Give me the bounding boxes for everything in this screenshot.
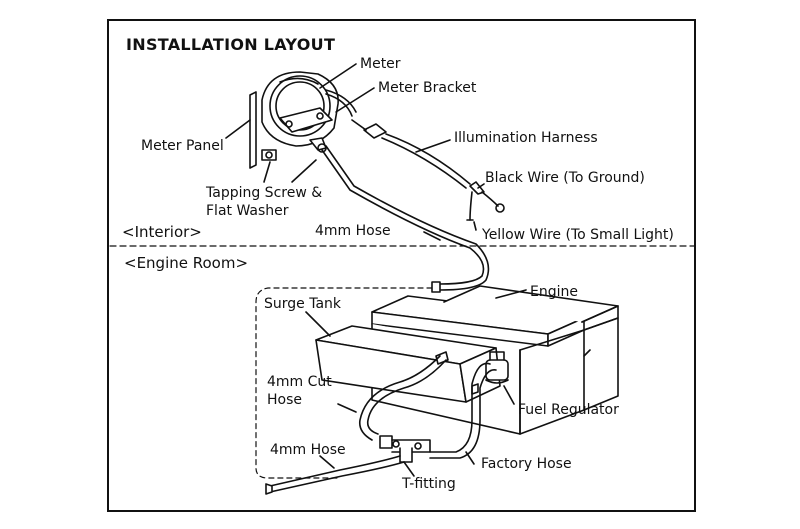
label-4mm-hose-lower: 4mm Hose [270,442,346,458]
label-meter: Meter [360,56,401,72]
label-4mm-hose-upper: 4mm Hose [315,223,391,239]
surge-tank-icon [315,325,501,403]
diagram-title: INSTALLATION LAYOUT [126,35,336,54]
label-fuel-regulator: Fuel Regulator [518,402,619,418]
section-engine-room: <Engine Room> [124,254,249,272]
hose-4mm-upper [321,149,485,285]
fuel-regulator-icon [485,351,509,384]
illumination-harness-icon [351,119,505,221]
meter-gauge-icon [249,71,357,169]
label-tapping-screw-line1: Tapping Screw & [206,185,323,201]
label-factory-hose: Factory Hose [481,456,572,472]
label-tapping-screw-line2: Flat Washer [206,203,289,219]
section-interior: <Interior> [122,223,202,241]
label-surge-tank: Surge Tank [264,296,342,312]
label-t-fitting: T-fitting [402,476,456,492]
label-cut-hose-line1: 4mm Cut [267,374,332,390]
label-illumination-harness: Illumination Harness [454,130,598,146]
t-fitting-icon [379,435,431,463]
label-cut-hose-line2: Hose [267,392,302,408]
label-yellow-wire: Yellow Wire (To Small Light) [482,227,674,243]
diagram-frame [107,19,696,512]
label-meter-panel: Meter Panel [141,138,224,154]
factory-hose [429,362,491,453]
cut-hose [358,355,441,441]
label-engine: Engine [530,284,578,300]
hose-4mm-lower [269,455,401,487]
label-black-wire: Black Wire (To Ground) [485,170,645,186]
label-meter-bracket: Meter Bracket [378,80,477,96]
